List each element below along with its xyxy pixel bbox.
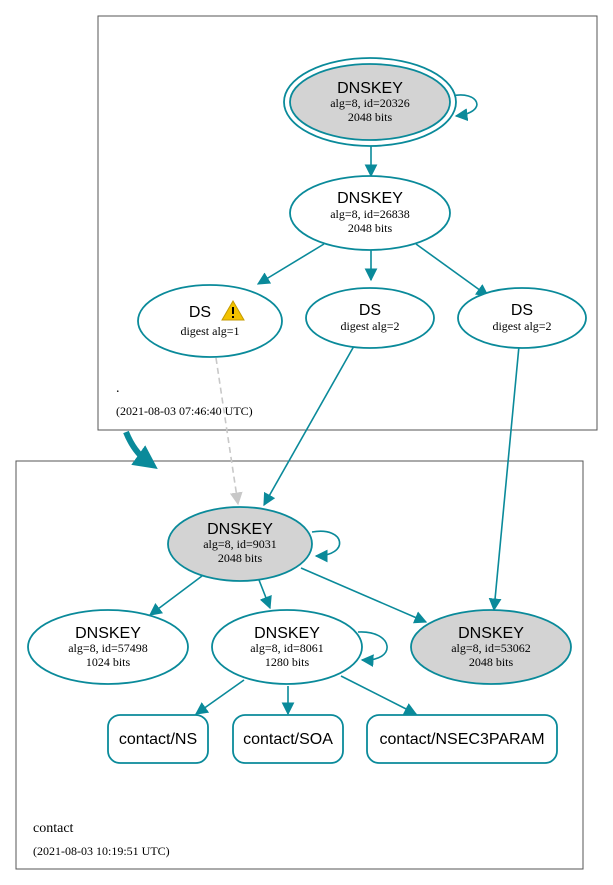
rrset-soa-label: contact/SOA — [243, 731, 333, 748]
root-ksk-title: DNSKEY — [337, 80, 403, 97]
root-ds3-node: DS digest alg=2 — [457, 287, 587, 349]
root-ksk-size: 2048 bits — [348, 110, 393, 124]
ds3-to-key-53062-edge — [488, 345, 520, 612]
ds1-detail: digest alg=1 — [180, 324, 239, 338]
key-57498-title: DNSKEY — [75, 625, 141, 642]
contact-zsk-size: 1280 bits — [265, 655, 310, 669]
ds1-to-contact-ksk-edge — [215, 357, 243, 506]
contact-zone-name: contact — [33, 821, 74, 836]
root-zsk-node: DNSKEY alg=8, id=26838 2048 bits — [289, 175, 451, 251]
root-ksk-node: DNSKEY alg=8, id=20326 2048 bits — [283, 57, 457, 147]
rrset-nsec3param-node: contact/NSEC3PARAM — [366, 714, 558, 764]
contact-zsk-detail: alg=8, id=8061 — [250, 641, 324, 655]
key-57498-node: DNSKEY alg=8, id=57498 1024 bits — [27, 609, 189, 685]
contact-ksk-to-zsk-edge — [258, 579, 272, 610]
root-ds1-node: DS digest alg=1 — [137, 284, 283, 358]
warning-icon — [221, 300, 245, 321]
rrset-ns-label: contact/NS — [119, 731, 197, 748]
ds3-title: DS — [511, 302, 533, 319]
contact-zsk-self-edge — [357, 631, 388, 668]
zsk-to-ns-edge — [194, 679, 245, 715]
ds2-to-contact-ksk-edge — [263, 345, 355, 507]
key-57498-size: 1024 bits — [86, 655, 131, 669]
ds3-detail: digest alg=2 — [492, 319, 551, 333]
contact-zsk-title: DNSKEY — [254, 625, 320, 642]
contact-zsk-node: DNSKEY alg=8, id=8061 1280 bits — [211, 609, 363, 685]
root-zone-timestamp: (2021-08-03 07:46:40 UTC) — [116, 404, 253, 418]
contact-ksk-size: 2048 bits — [218, 551, 263, 565]
rrset-nsec3param-label: contact/NSEC3PARAM — [379, 731, 544, 748]
root-ds2-node: DS digest alg=2 — [305, 287, 435, 349]
delegation-arrow — [123, 430, 158, 469]
contact-ksk-detail: alg=8, id=9031 — [203, 537, 277, 551]
contact-zone-box — [15, 460, 584, 870]
contact-ksk-to-53062-edge — [300, 567, 428, 624]
ds1-title: DS — [189, 304, 211, 321]
zsk-to-ds3-edge — [415, 243, 490, 297]
root-zone-box — [97, 15, 598, 431]
rrset-ns-node: contact/NS — [107, 714, 209, 764]
contact-ksk-title: DNSKEY — [207, 521, 273, 538]
ds2-title: DS — [359, 302, 381, 319]
key-53062-title: DNSKEY — [458, 625, 524, 642]
root-zsk-title: DNSKEY — [337, 190, 403, 207]
contact-ksk-self-edge — [311, 530, 341, 563]
contact-zone-timestamp: (2021-08-03 10:19:51 UTC) — [33, 844, 170, 858]
ksk-self-edge — [451, 94, 478, 122]
contact-ksk-node: DNSKEY alg=8, id=9031 2048 bits — [167, 506, 313, 582]
zsk-to-nsec3param-edge — [340, 675, 418, 715]
root-zone-name: . — [116, 381, 120, 396]
rrset-soa-node: contact/SOA — [232, 714, 344, 764]
contact-ksk-to-57498-edge — [148, 575, 203, 616]
key-57498-detail: alg=8, id=57498 — [68, 641, 148, 655]
key-53062-detail: alg=8, id=53062 — [451, 641, 531, 655]
key-53062-size: 2048 bits — [469, 655, 514, 669]
root-zsk-size: 2048 bits — [348, 221, 393, 235]
key-53062-node: DNSKEY alg=8, id=53062 2048 bits — [410, 609, 572, 685]
zsk-to-ds1-edge — [256, 243, 325, 285]
root-zsk-detail: alg=8, id=26838 — [330, 207, 410, 221]
ds2-detail: digest alg=2 — [340, 319, 399, 333]
root-ksk-detail: alg=8, id=20326 — [330, 96, 410, 110]
